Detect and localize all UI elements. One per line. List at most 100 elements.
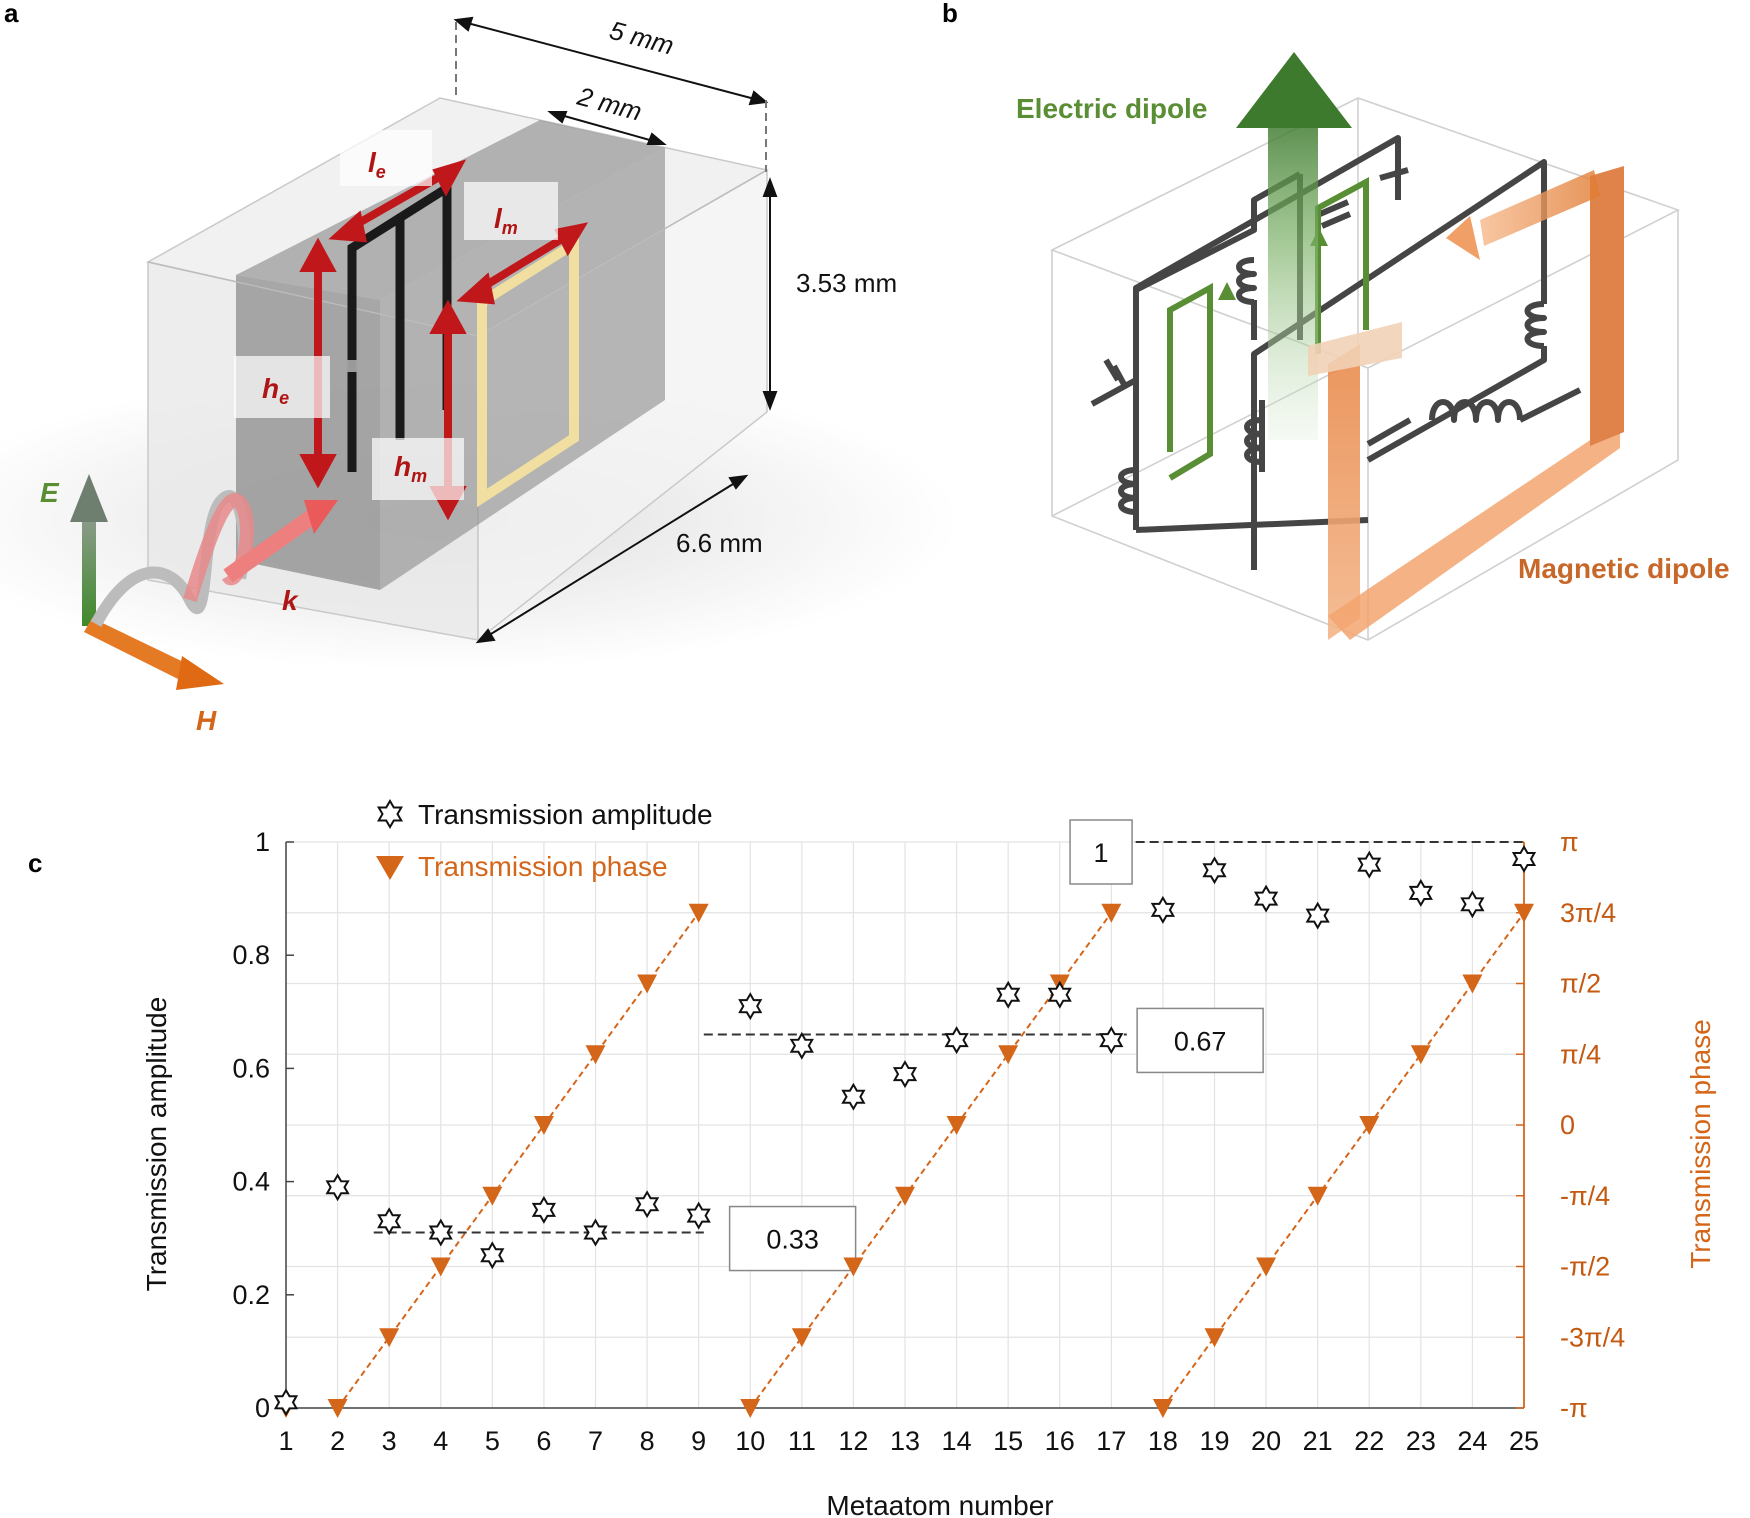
x-tick-label: 22 bbox=[1354, 1426, 1384, 1456]
electric-dipole-arrow bbox=[1236, 52, 1352, 440]
chart-grid bbox=[285, 841, 1525, 1409]
phase-fit-line bbox=[336, 912, 700, 1409]
amplitude-point bbox=[377, 1207, 402, 1236]
legend-phase-label: Transmission phase bbox=[418, 851, 668, 882]
phase-point bbox=[740, 1399, 761, 1418]
phase-point bbox=[791, 1328, 812, 1348]
magnetic-dipole-loop bbox=[1308, 166, 1624, 640]
legend-star-shape bbox=[376, 799, 404, 829]
phase-series bbox=[276, 903, 1534, 1418]
panel-a: a bbox=[0, 0, 960, 736]
amplitude-point bbox=[686, 1201, 711, 1230]
legend: Transmission amplitude Transmission phas… bbox=[376, 799, 713, 882]
x-tick-label: 18 bbox=[1148, 1426, 1178, 1456]
x-tick-label: 16 bbox=[1045, 1426, 1075, 1456]
amplitude-point bbox=[428, 1218, 453, 1247]
y-tick-label: 1 bbox=[255, 827, 270, 857]
phase-point bbox=[946, 1116, 967, 1135]
x-tick-label: 25 bbox=[1509, 1426, 1539, 1456]
x-tick-label: 6 bbox=[536, 1426, 551, 1456]
amplitude-point bbox=[1460, 890, 1485, 919]
x-tick-label: 11 bbox=[788, 1426, 816, 1456]
magnetic-dipole-label: Magnetic dipole bbox=[1518, 553, 1730, 584]
amplitude-point bbox=[1253, 884, 1279, 913]
dim-3.53mm: 3.53 mm bbox=[796, 268, 897, 298]
y2-tick-label: 3π/4 bbox=[1560, 898, 1616, 928]
phase-point bbox=[1307, 1186, 1328, 1206]
amplitude-point bbox=[1202, 856, 1227, 885]
electric-dipole-label: Electric dipole bbox=[1016, 93, 1207, 124]
x-tick-label: 24 bbox=[1457, 1426, 1487, 1456]
y2-tick-label: 0 bbox=[1560, 1110, 1575, 1140]
k-label: k bbox=[282, 585, 299, 616]
dim-5mm: 5 mm bbox=[606, 15, 677, 61]
y-axis-label: Transmission amplitude bbox=[141, 997, 172, 1292]
amplitude-point bbox=[325, 1173, 350, 1202]
annotation-label: 0.33 bbox=[766, 1225, 819, 1255]
phase-point bbox=[379, 1328, 400, 1348]
phase-point bbox=[1152, 1399, 1173, 1418]
amplitude-series bbox=[273, 845, 1537, 1417]
hm-label: hm bbox=[394, 451, 427, 486]
field-axes bbox=[70, 474, 338, 690]
phase-point bbox=[533, 1116, 554, 1135]
x-tick-label: 10 bbox=[735, 1426, 765, 1456]
annotation-label: 0.67 bbox=[1174, 1026, 1227, 1056]
x-tick-label: 20 bbox=[1251, 1426, 1281, 1456]
phase-point bbox=[895, 1186, 915, 1206]
amplitude-point bbox=[273, 1388, 299, 1417]
phase-fit-lines bbox=[336, 912, 1525, 1409]
legend-phase-marker bbox=[376, 856, 404, 880]
amplitude-point bbox=[1511, 845, 1537, 873]
y2-tick-label: π/2 bbox=[1560, 969, 1601, 999]
amplitude-point bbox=[634, 1190, 660, 1219]
x-tick-label: 2 bbox=[330, 1426, 345, 1456]
mm-dimensions bbox=[453, 16, 778, 644]
le-label: le bbox=[368, 147, 386, 182]
y2-tick-label: π bbox=[1560, 827, 1579, 857]
y-tick-label: 0.4 bbox=[232, 1167, 270, 1197]
phase-point bbox=[327, 1399, 348, 1418]
x-tick-label: 9 bbox=[691, 1426, 706, 1456]
phase-point bbox=[637, 974, 658, 994]
x-tick-label: 3 bbox=[382, 1426, 397, 1456]
x-tick-label: 12 bbox=[838, 1426, 868, 1456]
x-tick-label: 7 bbox=[588, 1426, 603, 1456]
phase-fit-line bbox=[1162, 912, 1525, 1409]
amplitude-point bbox=[531, 1195, 557, 1224]
phase-point bbox=[688, 903, 709, 923]
x-tick-label: 23 bbox=[1406, 1426, 1436, 1456]
amplitude-point bbox=[480, 1241, 505, 1270]
amplitude-point bbox=[789, 1031, 814, 1060]
legend-amplitude-marker bbox=[376, 799, 404, 829]
y2-tick-label: -π bbox=[1560, 1393, 1588, 1423]
amplitude-point bbox=[1047, 980, 1072, 1009]
annotation-box bbox=[1069, 819, 1133, 885]
phase-point bbox=[430, 1257, 451, 1277]
H-label: H bbox=[196, 705, 217, 736]
x-tick-label: 19 bbox=[1199, 1426, 1229, 1456]
panel-b-letter: b bbox=[942, 0, 958, 28]
x-tick-label: 15 bbox=[993, 1426, 1023, 1456]
phase-point bbox=[585, 1045, 606, 1065]
phase-point bbox=[1101, 903, 1122, 923]
amplitude-point bbox=[738, 992, 763, 1021]
x-tick-label: 21 bbox=[1303, 1426, 1333, 1456]
amplitude-point bbox=[1099, 1026, 1124, 1055]
phase-point bbox=[1359, 1116, 1380, 1135]
y2-tick-label: π/4 bbox=[1560, 1039, 1601, 1069]
amplitude-point bbox=[1357, 850, 1382, 879]
legend-amplitude-label: Transmission amplitude bbox=[418, 799, 713, 830]
phase-point bbox=[1204, 1328, 1225, 1348]
dim-2mm: 2 mm bbox=[573, 81, 645, 127]
annotation-box bbox=[1136, 1007, 1264, 1074]
amplitude-point bbox=[1305, 901, 1330, 930]
dim-6.6mm: 6.6 mm bbox=[676, 528, 763, 558]
lm-label: lm bbox=[494, 203, 518, 238]
amplitude-point bbox=[996, 980, 1021, 1009]
phase-point bbox=[1462, 974, 1483, 994]
phase-point bbox=[1256, 1257, 1277, 1277]
